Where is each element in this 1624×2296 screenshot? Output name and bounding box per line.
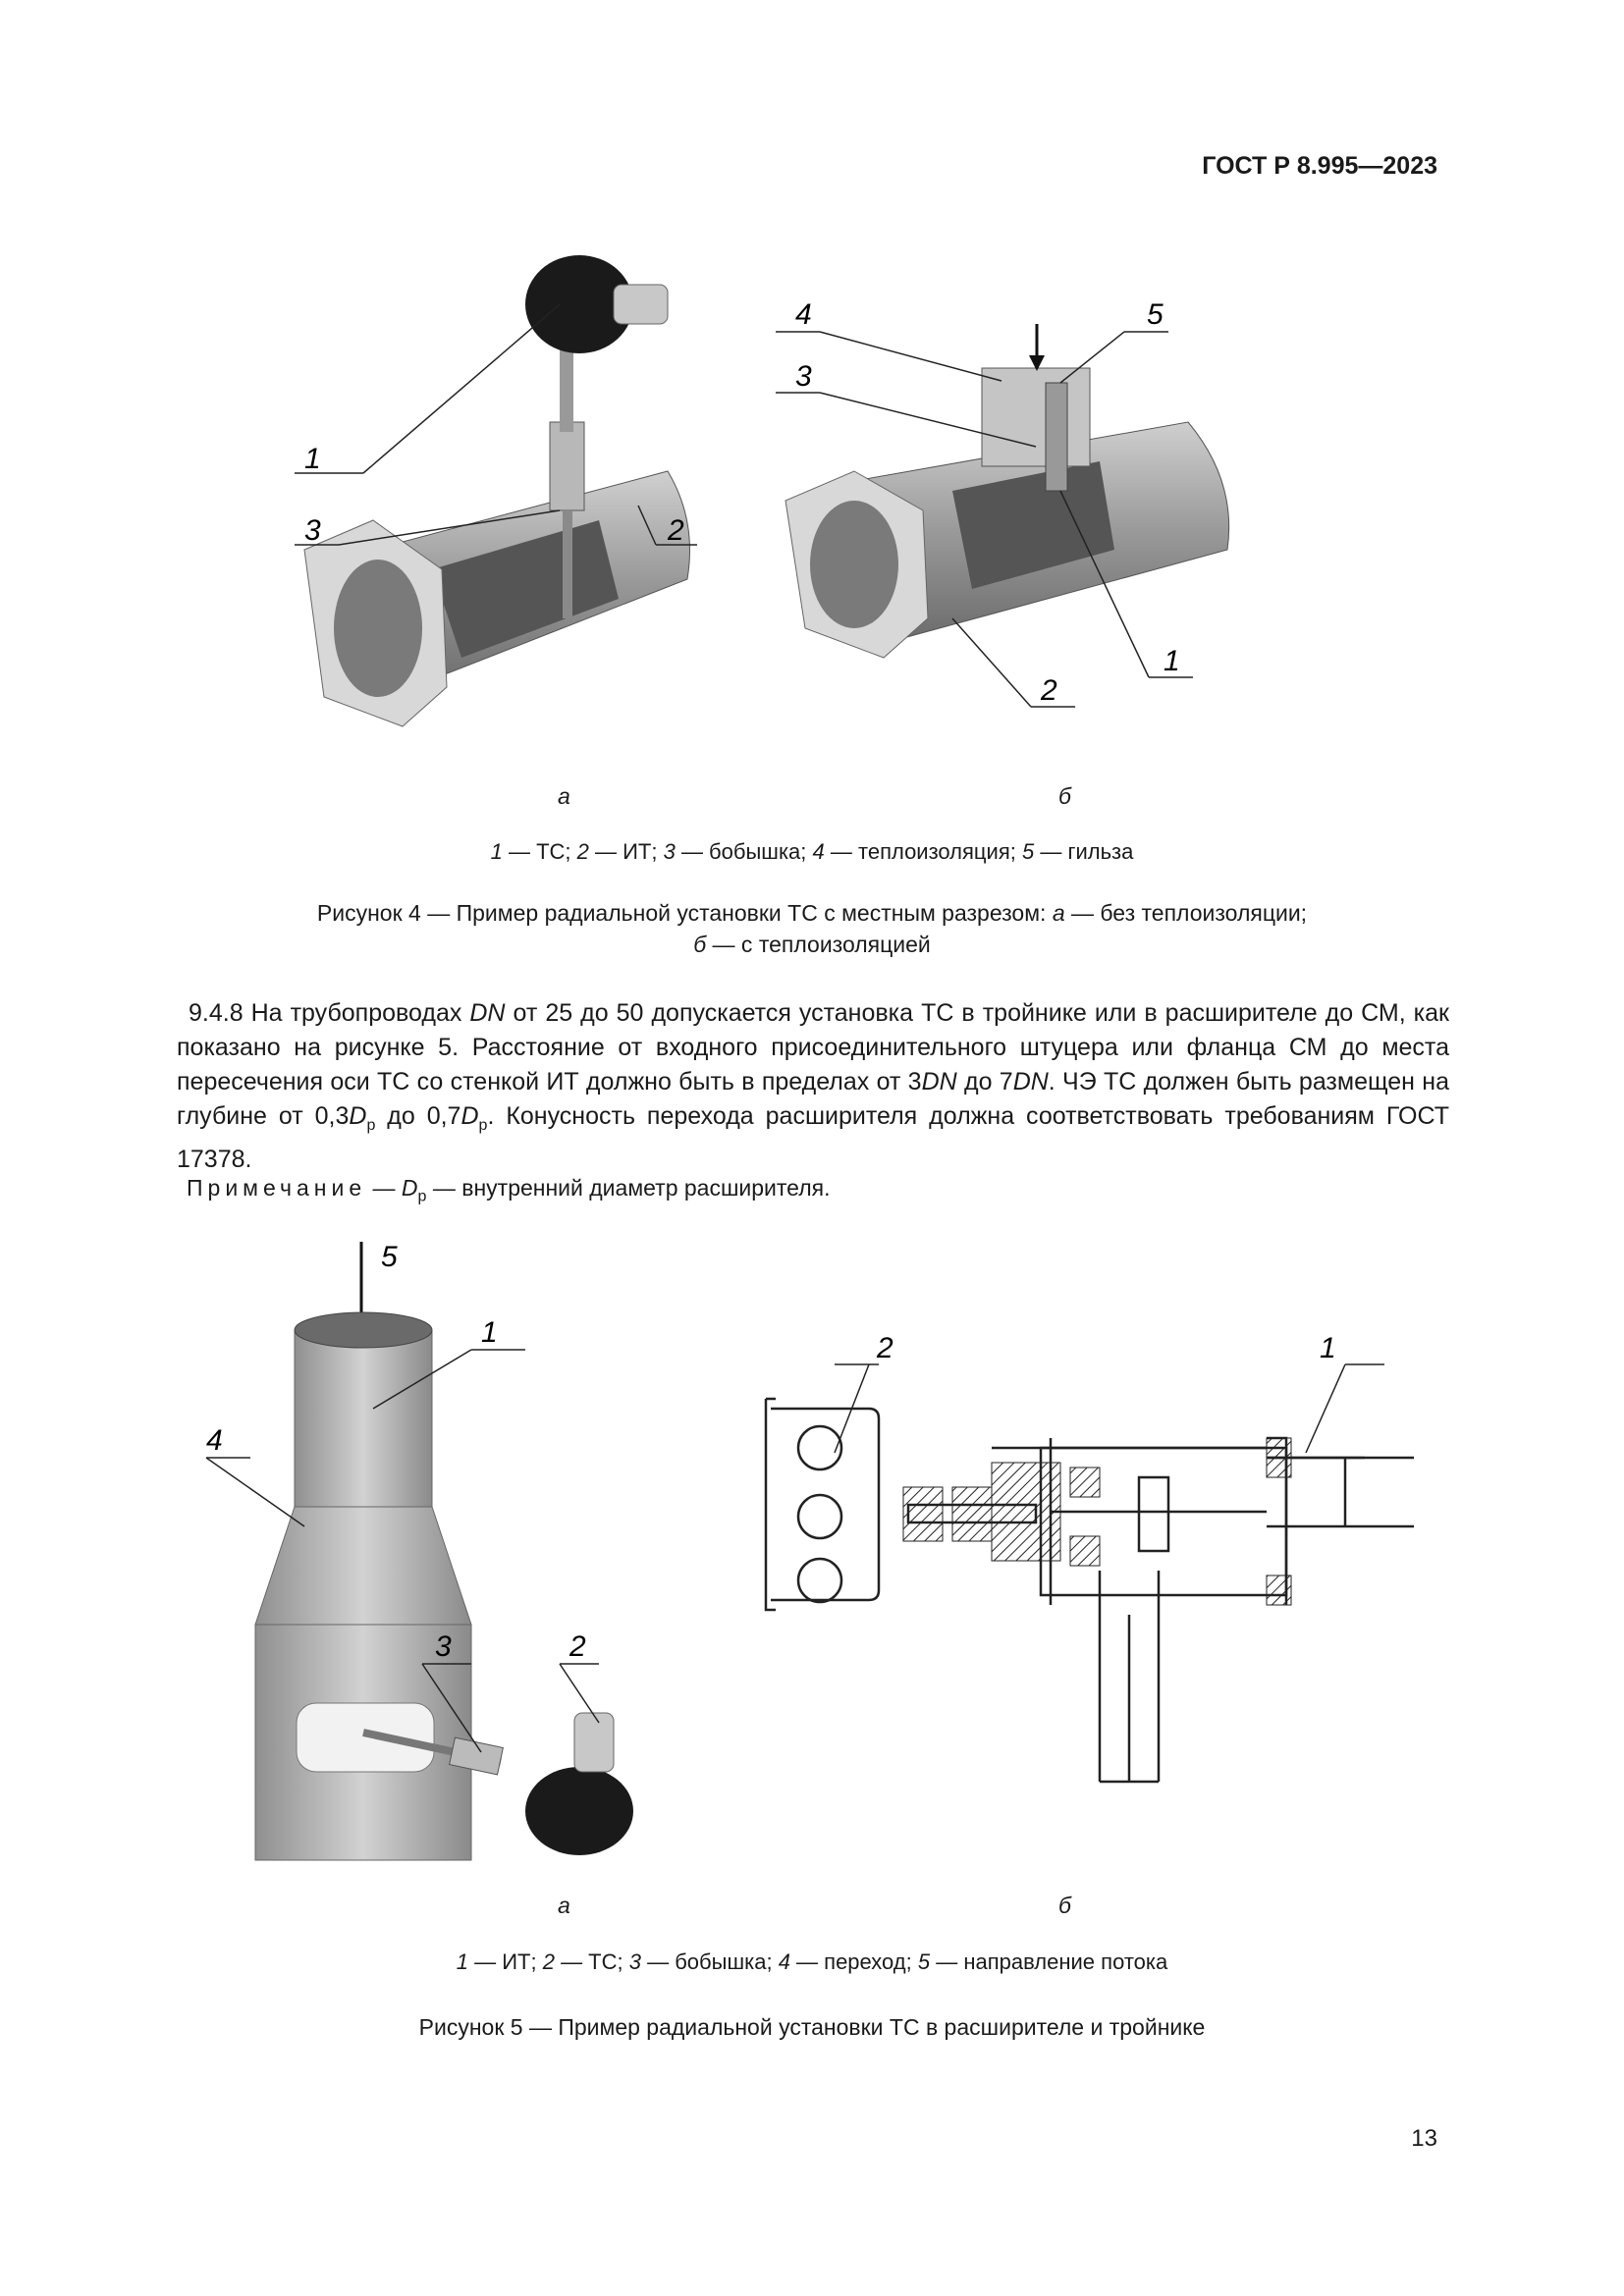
nut-bore — [810, 501, 898, 628]
callout-5: 5 — [1147, 298, 1164, 331]
callout-2: 2 — [876, 1332, 893, 1364]
sensor-neck — [560, 344, 573, 432]
callout-4: 4 — [795, 298, 812, 331]
figure5a-illustration: 5 1 4 3 2 — [205, 1241, 633, 1861]
nut-bore — [334, 560, 422, 697]
insulation-block — [981, 367, 1091, 467]
thermowell — [1045, 382, 1068, 492]
sensor-head — [525, 255, 633, 353]
callout-4: 4 — [206, 1424, 223, 1457]
figure5-sublabel-a: а — [558, 1893, 570, 1918]
callout-1: 1 — [304, 443, 321, 475]
note: Примечание — Dp — внутренний диаметр рас… — [187, 1175, 831, 1205]
figure5-caption: Рисунок 5 — Пример радиальной установки … — [418, 2014, 1206, 2040]
callout-3: 3 — [795, 360, 812, 393]
cable-gland — [613, 284, 669, 325]
callout-2: 2 — [667, 514, 684, 547]
callout-1: 1 — [481, 1316, 498, 1349]
section-9-4-8-paragraph: 9.4.8 На трубопроводах DN от 25 до 50 до… — [177, 999, 1449, 1173]
callout-3: 3 — [435, 1630, 452, 1663]
terminal-housing — [771, 1407, 881, 1602]
callout-2: 2 — [1040, 674, 1057, 707]
figure4-sublabel-b: б — [1058, 783, 1071, 809]
tee-branch — [1098, 1571, 1161, 1784]
callout-1: 1 — [1320, 1332, 1336, 1364]
cutaway-window — [952, 461, 1114, 589]
inlet-pipe — [294, 1329, 433, 1508]
inlet-opening — [294, 1311, 433, 1349]
figure4-legend: 1 — ТС; 2 — ИТ; 3 — бобышка; 4 — теплоиз… — [490, 839, 1134, 864]
callout-1: 1 — [1164, 645, 1180, 677]
reducer-cone — [254, 1506, 472, 1626]
callout-3: 3 — [304, 514, 321, 547]
sensor-head — [525, 1767, 633, 1855]
figure5-legend: 1 — ИТ; 2 — ТС; 3 — бобышка; 4 — переход… — [456, 1949, 1168, 1974]
boss — [449, 1736, 504, 1776]
figure4-sublabel-a: а — [558, 783, 570, 809]
figure5b-illustration: 2 1 — [764, 1332, 1414, 1784]
figure4a-illustration: 1 3 2 — [295, 255, 697, 727]
probe-stem — [563, 510, 572, 618]
document-id: ГОСТ Р 8.995—2023 — [1202, 152, 1437, 180]
figure4b-illustration: 4 5 3 2 1 — [776, 298, 1230, 708]
callout-5: 5 — [381, 1241, 398, 1273]
boss — [549, 421, 585, 511]
page-number: 13 — [1411, 2125, 1437, 2152]
note-label: Примечание — [187, 1175, 367, 1201]
cable-gland — [573, 1712, 615, 1773]
callout-2: 2 — [568, 1630, 586, 1663]
figure5-sublabel-b: б — [1058, 1893, 1071, 1918]
figure4-caption: Рисунок 4 — Пример радиальной установки … — [316, 900, 1308, 957]
cutaway-window — [296, 1702, 435, 1773]
